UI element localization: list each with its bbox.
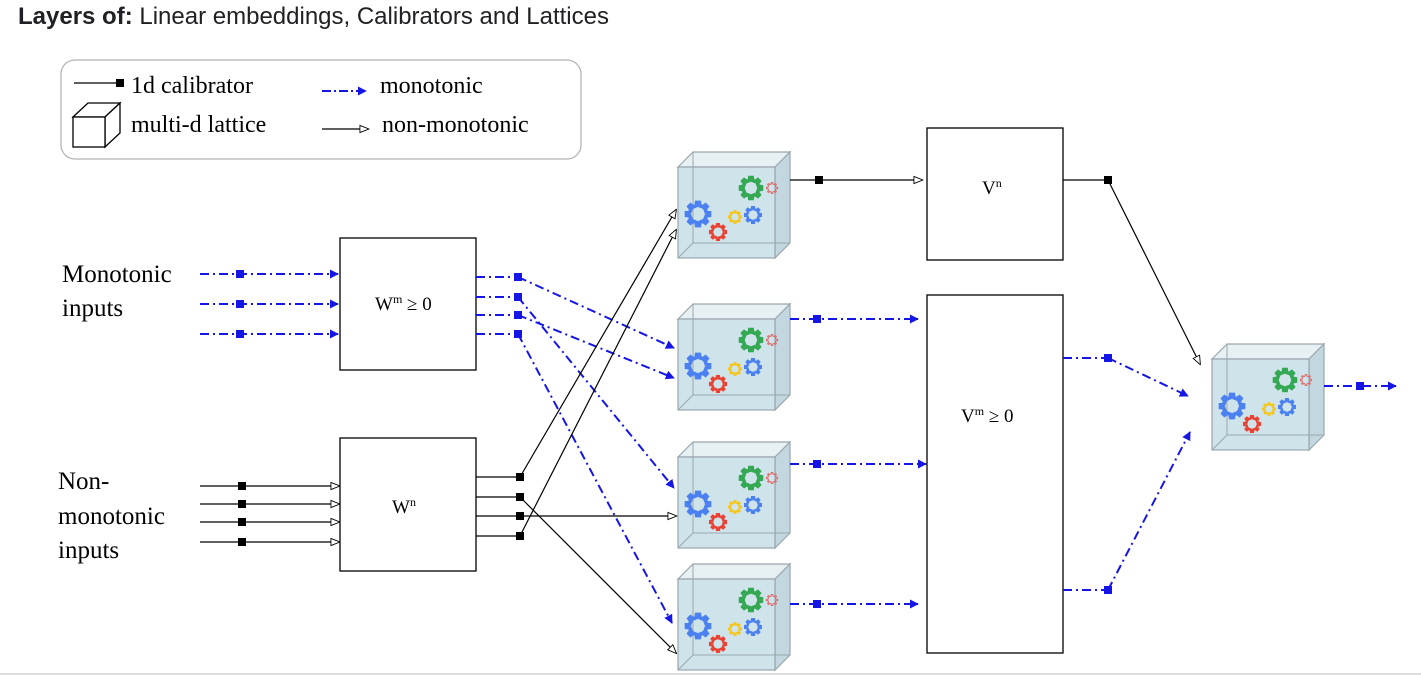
lattice-icon (71, 101, 122, 149)
lattice-cube-1 (678, 152, 790, 258)
lattice-output-connections (790, 176, 927, 609)
svg-text:Wm ≥ 0: Wm ≥ 0 (375, 292, 432, 315)
svg-text:Vm ≥ 0: Vm ≥ 0 (961, 404, 1014, 427)
legend-lattice-label: multi-d lattice (131, 112, 266, 138)
nonmonotonic-inputs-label: Non- monotonic inputs (58, 468, 165, 564)
wm-sup: m (393, 292, 403, 306)
wm-output-connections (476, 273, 675, 624)
wm-label: W (375, 294, 393, 315)
title-bold: Layers of: (18, 3, 133, 30)
title-text: Linear embeddings, Calibrators and Latti… (139, 3, 609, 30)
wn-box: Wn (339, 437, 477, 572)
wm-suffix: ≥ 0 (402, 294, 431, 315)
lattice-cube-2 (678, 304, 790, 410)
wn-label: W (392, 497, 410, 518)
vm-box: Vm ≥ 0 (926, 294, 1064, 654)
final-connections (1063, 176, 1397, 594)
monotonic-label-line1: Monotonic (62, 261, 172, 288)
wn-sup: n (410, 495, 416, 509)
svg-text:Vn: Vn (982, 176, 1002, 199)
vm-label: V (961, 406, 975, 427)
lattice-cube-4 (678, 564, 790, 670)
bottom-divider (0, 673, 1421, 675)
nonmonotonic-label-line2: monotonic (58, 503, 165, 530)
legend-nonmonotonic-label: non-monotonic (382, 112, 529, 138)
legend: 1d calibrator multi-d lattice monotonic … (60, 59, 582, 160)
legend-calibrator-label: 1d calibrator (131, 73, 253, 99)
vn-sup: n (996, 176, 1002, 190)
svg-text:Wn: Wn (392, 495, 416, 518)
monotonic-input-arrows (200, 269, 339, 339)
page-title: Layers of: Linear embeddings, Calibrator… (18, 3, 609, 31)
vm-sup: m (975, 404, 985, 418)
nonmonotonic-input-arrows (200, 482, 339, 546)
vn-box: Vn (926, 127, 1064, 261)
nonmonotonic-label-line3: inputs (58, 537, 119, 564)
final-lattice-cube (1212, 344, 1324, 450)
nonmonotonic-label-line1: Non- (58, 468, 109, 495)
lattice-cube-3 (678, 442, 790, 548)
legend-monotonic-label: monotonic (380, 73, 483, 99)
monotonic-inputs-label: Monotonic inputs (62, 261, 172, 322)
monotonic-label-line2: inputs (62, 295, 123, 322)
wn-output-connections (476, 210, 676, 653)
wm-box: Wm ≥ 0 (339, 237, 477, 371)
vn-label: V (982, 178, 996, 199)
vm-suffix: ≥ 0 (984, 406, 1013, 427)
